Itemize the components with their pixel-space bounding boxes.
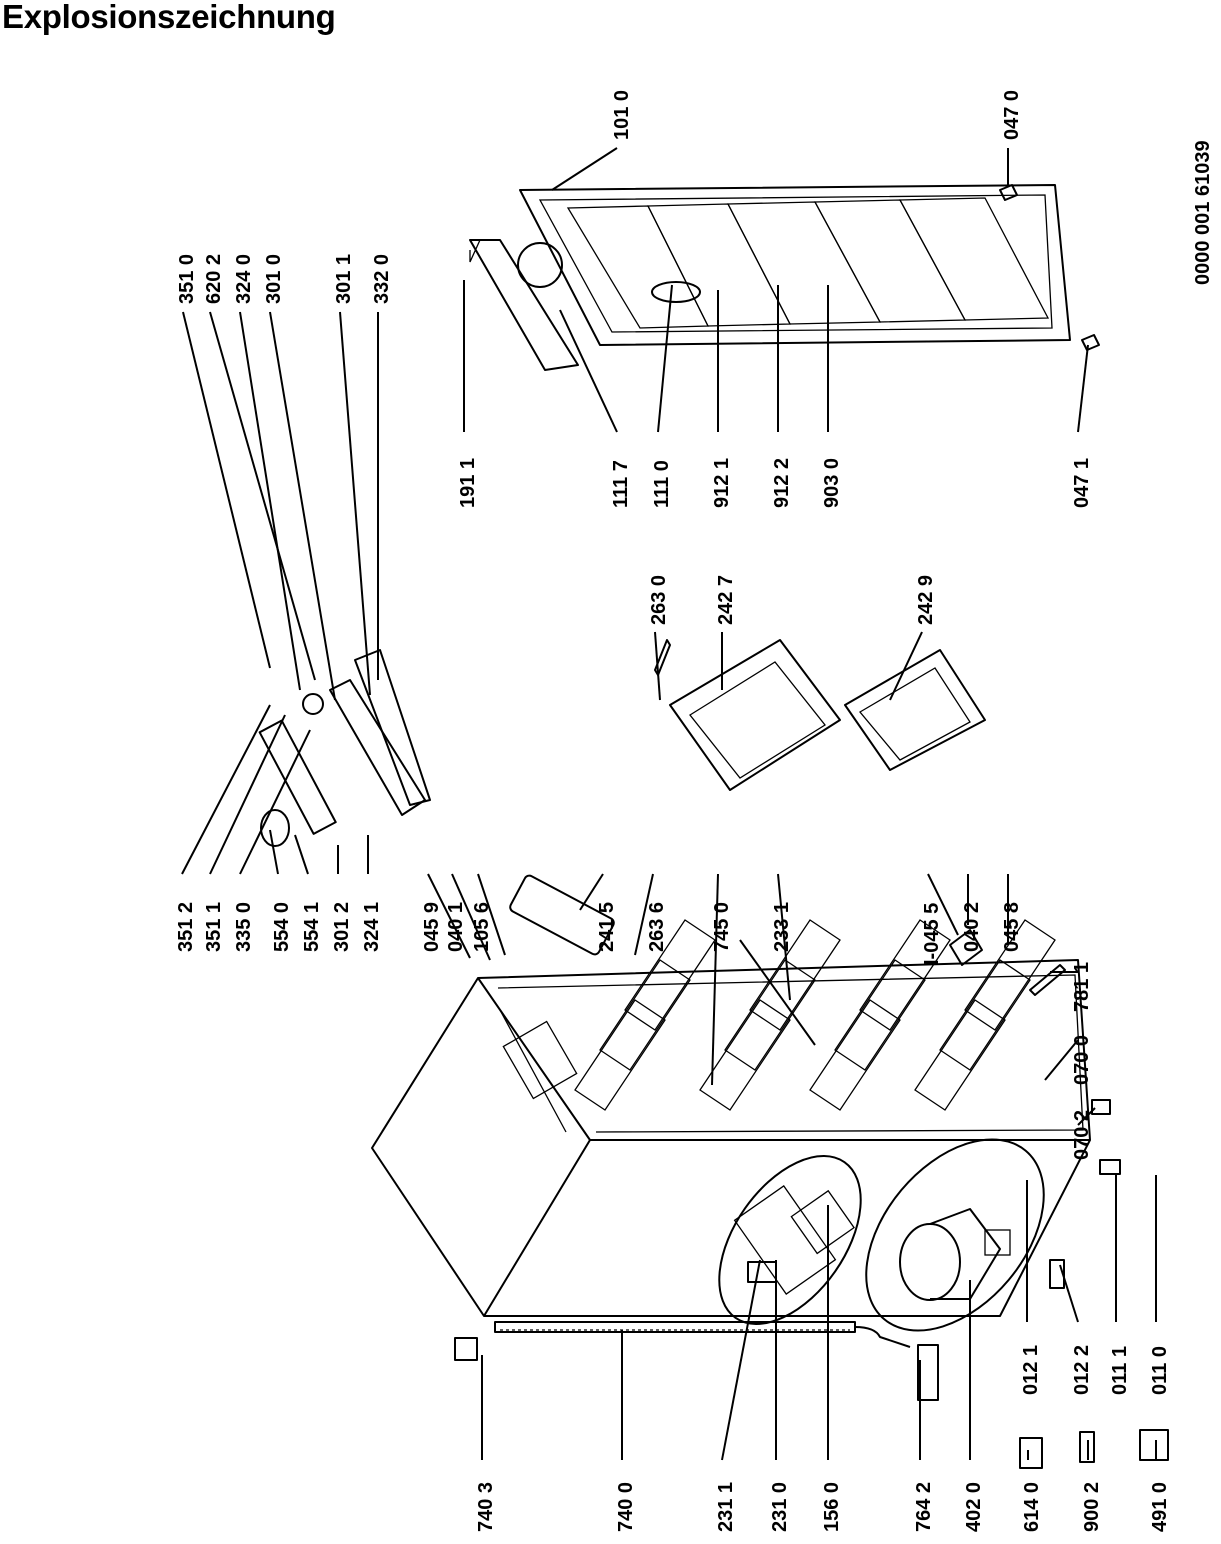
drawer-front xyxy=(509,874,615,956)
part-label: 263 6 xyxy=(646,902,668,952)
part-label: 012 1 xyxy=(1020,1345,1042,1395)
leader-line xyxy=(339,311,371,696)
part-label: 011 1 xyxy=(1109,1346,1131,1395)
leader-line xyxy=(777,873,791,1001)
part-label: 156 0 xyxy=(821,1482,843,1532)
part-label: 011 0 xyxy=(1149,1346,1171,1395)
leader-line xyxy=(1059,1264,1079,1323)
part-label: 070 0 xyxy=(1071,1035,1093,1085)
part-labels: 101 0 047 0 191 1 111 7 111 0 912 1 912 2 903 0… xyxy=(175,90,1171,1532)
leader-line xyxy=(634,873,654,956)
part-label: 912 2 xyxy=(771,458,793,508)
part-label: 101 0 xyxy=(611,90,633,140)
leader-line xyxy=(181,704,271,875)
diagram-title: Explosionszeichnung xyxy=(2,0,336,35)
part-label: 045 8 xyxy=(1001,902,1023,952)
part-label: 324 0 xyxy=(233,254,255,304)
part-label: 903 0 xyxy=(821,458,843,508)
part-label: 301 1 xyxy=(333,254,355,304)
part-label: 105 6 xyxy=(471,902,493,952)
part-label: 070 2 xyxy=(1071,1110,1093,1160)
small-parts xyxy=(654,184,1169,1469)
leader-line xyxy=(1077,1107,1096,1126)
part-label: 554 1 xyxy=(301,902,323,952)
part-label: 351 0 xyxy=(176,254,198,304)
part-label: 047 1 xyxy=(1071,458,1093,508)
part-label: 335 0 xyxy=(233,902,255,952)
part-label: 740 3 xyxy=(475,1482,497,1532)
part-label: 242 9 xyxy=(915,575,937,625)
part-label: 402 0 xyxy=(963,1482,985,1532)
part-label: 491 0 xyxy=(1149,1482,1171,1532)
part-label: 764 2 xyxy=(913,1482,935,1532)
part-label: 745 0 xyxy=(711,902,733,952)
part-label: 614 0 xyxy=(1021,1482,1043,1532)
part-label: 351 2 xyxy=(175,902,197,952)
drawer-lower xyxy=(844,649,986,771)
leader-line xyxy=(239,729,311,875)
part-label: 241 5 xyxy=(596,902,618,952)
part-label: 231 0 xyxy=(769,1482,791,1532)
control-panel xyxy=(258,649,431,847)
part-label: 233 1 xyxy=(771,902,793,952)
part-label: 263 0 xyxy=(648,575,670,625)
part-label: 040 1 xyxy=(445,902,467,952)
leader-line xyxy=(927,873,959,936)
part-label: 047 0 xyxy=(1001,90,1023,140)
leader-line xyxy=(657,284,673,433)
leader-line xyxy=(269,829,279,875)
part-label: 231 1 xyxy=(715,1482,737,1532)
door xyxy=(517,184,1071,346)
drawer-upper xyxy=(669,639,841,791)
leader-line xyxy=(269,311,336,701)
part-label: 740 0 xyxy=(615,1482,637,1532)
part-label: 912 1 xyxy=(711,458,733,508)
part-label: 191 1 xyxy=(457,458,479,508)
cabinet-body xyxy=(371,959,1091,1317)
leader-lines xyxy=(181,147,1157,1461)
condenser xyxy=(454,1321,911,1361)
leader-line xyxy=(209,311,316,681)
part-label: 554 0 xyxy=(271,902,293,952)
part-label: 781 1 xyxy=(1071,962,1093,1012)
part-label: 040 2 xyxy=(961,902,983,952)
leader-line xyxy=(1077,344,1089,433)
part-label: 242 7 xyxy=(715,575,737,625)
part-label: 301 0 xyxy=(263,254,285,304)
leader-line xyxy=(559,309,618,433)
part-label: 111 0 xyxy=(651,460,673,508)
compressor-detail xyxy=(865,1138,1045,1332)
leader-line xyxy=(477,873,506,956)
leader-line xyxy=(239,311,301,691)
leader-line xyxy=(551,147,618,191)
leader-line xyxy=(294,834,309,875)
leader-line xyxy=(711,873,719,1086)
freezer-shelves xyxy=(574,919,1056,1111)
leader-line xyxy=(1044,1039,1079,1081)
leader-line xyxy=(182,311,271,669)
part-label: I-045 5 xyxy=(921,903,943,965)
leader-line xyxy=(209,714,286,875)
part-label: 111 7 xyxy=(610,460,632,508)
part-label: 301 2 xyxy=(331,902,353,952)
leader-line xyxy=(451,873,491,961)
part-label: 900 2 xyxy=(1081,1482,1103,1532)
part-label: 012 2 xyxy=(1071,1345,1093,1395)
part-label: 324 1 xyxy=(361,902,383,952)
part-label: 620 2 xyxy=(203,254,225,304)
leader-line xyxy=(721,1259,761,1461)
leader-line xyxy=(579,873,604,911)
leader-line xyxy=(427,873,471,959)
part-label: 332 0 xyxy=(371,254,393,304)
part-label: 351 1 xyxy=(203,902,225,952)
door-seal xyxy=(469,239,579,371)
leader-line xyxy=(654,631,661,701)
leader-line xyxy=(889,631,923,701)
part-label: 045 9 xyxy=(421,902,443,952)
